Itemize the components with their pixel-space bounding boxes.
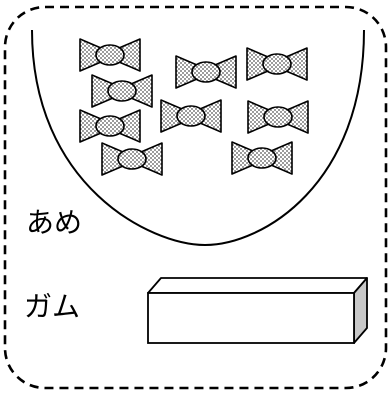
candy-label: あめ xyxy=(26,207,82,239)
candy-group xyxy=(80,39,308,175)
candy-3 xyxy=(80,110,140,142)
candy-9 xyxy=(232,142,292,174)
gum-label: ガム xyxy=(24,291,80,323)
candy-6 xyxy=(247,48,307,80)
candy-1 xyxy=(80,39,140,71)
candy-8 xyxy=(248,101,308,133)
candy-4 xyxy=(102,143,162,175)
candy-5 xyxy=(176,56,236,88)
candy-7 xyxy=(161,100,221,132)
candy-2 xyxy=(92,75,152,107)
gum-stick xyxy=(148,278,367,343)
